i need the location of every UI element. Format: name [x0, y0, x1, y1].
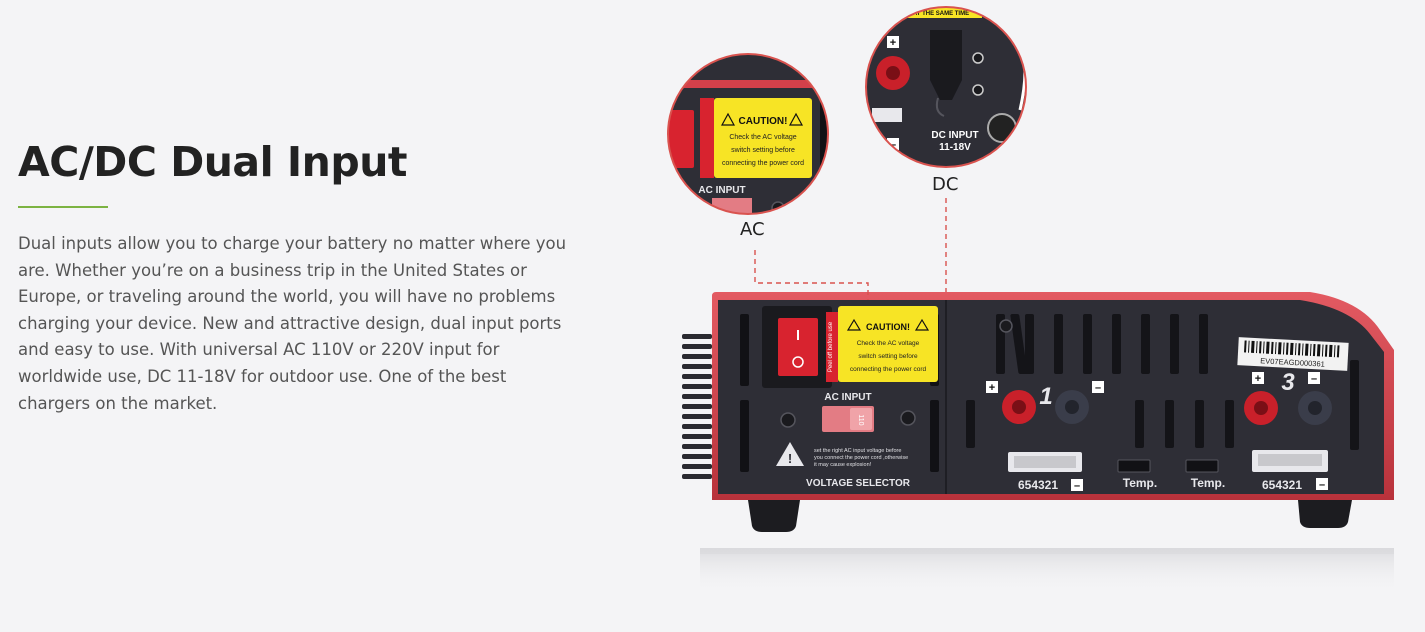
dc-plus-sign: + — [890, 37, 896, 49]
caution-sticker: CAUTION! Check the AC voltage switch set… — [838, 306, 938, 382]
temp-ports: Temp. Temp. — [1117, 459, 1225, 490]
channel-1-outputs: + 1 – 654321 – — [986, 381, 1104, 492]
serial-number-text: EV07EAGD000361 — [1260, 356, 1325, 368]
balance-port-right-label: 654321 — [1262, 478, 1302, 492]
channel-3-minus-sign: – — [1311, 373, 1317, 385]
serial-barcode-label: EV07EAGD000361 — [1237, 337, 1349, 371]
channel-3-outputs: + 3 – 654321 – — [1244, 369, 1332, 492]
floor-reflection — [700, 548, 1394, 594]
balance-port-left-label: 654321 — [1018, 478, 1058, 492]
callout-connectors — [754, 198, 947, 300]
section-description: Dual inputs allow you to charge your bat… — [18, 234, 567, 413]
panel-screws — [780, 319, 1013, 428]
balance-right-minus-sign: – — [1319, 479, 1325, 491]
vent-slots-right — [966, 314, 1359, 450]
dc-callout-label: DC — [932, 174, 959, 195]
zoom-caution-line-1: Check the AC voltage — [729, 134, 796, 141]
warning-line-1: set the right AC input voltage before — [814, 448, 901, 454]
channel-1-plus-sign: + — [989, 382, 995, 394]
heatsink-fins — [682, 334, 712, 479]
zoom-caution-title: CAUTION! — [739, 116, 788, 127]
dc-input-range: 11-18V — [939, 142, 971, 153]
caution-line-3: connecting the power cord — [850, 366, 927, 373]
ac-input-label: AC INPUT — [824, 392, 871, 403]
caution-line-2: switch setting before — [858, 353, 918, 360]
section-text: AC/DC Dual Input Dual inputs allow you t… — [18, 138, 578, 417]
heading-accent-line — [18, 206, 108, 208]
zoom-caution-line-3: connecting the power cord — [722, 160, 804, 167]
warning-line-2: you connect the power cord ,otherwise — [814, 455, 908, 461]
warning-line-3: it may cause explosion! — [814, 462, 872, 468]
caution-line-1: Check the AC voltage — [857, 340, 920, 347]
dc-top-strip-text: AT THE SAME TIME — [913, 11, 969, 17]
voltage-selector-switch: 110 — [822, 406, 874, 432]
svg-text:!: ! — [788, 451, 792, 466]
temp-right-label: Temp. — [1191, 476, 1225, 490]
caution-title: CAUTION! — [866, 322, 910, 332]
peel-off-label: Peel off before use — [828, 321, 834, 372]
ac-callout-label: AC — [740, 219, 765, 240]
power-rocker-switch: Peel off before use — [762, 306, 838, 388]
device-feet — [748, 500, 1352, 532]
channel-1-minus-sign: – — [1095, 382, 1101, 394]
channel-3-plus-sign: + — [1255, 373, 1261, 385]
section-heading: AC/DC Dual Input — [18, 138, 408, 186]
channel-1-number: 1 — [1039, 383, 1052, 410]
voltage-switch-value: 110 — [857, 414, 864, 425]
warning-triangle-icon: ! — [776, 442, 804, 466]
zoom-caution-line-2: switch setting before — [731, 147, 795, 154]
dc-input-label: DC INPUT — [931, 130, 978, 141]
zoom-ac-input-label: AC INPUT — [698, 185, 745, 196]
voltage-selector-label: VOLTAGE SELECTOR — [806, 478, 911, 489]
channel-3-number: 3 — [1281, 369, 1295, 396]
dc-zoom-callout: AT THE SAME TIME + – DC INPUT 11-18V — [865, 6, 1027, 168]
dc-minus-sign: – — [890, 139, 896, 151]
ac-zoom-callout: CAUTION! Check the AC voltage switch set… — [667, 53, 829, 215]
balance-left-minus-sign: – — [1074, 480, 1080, 492]
temp-left-label: Temp. — [1123, 476, 1157, 490]
